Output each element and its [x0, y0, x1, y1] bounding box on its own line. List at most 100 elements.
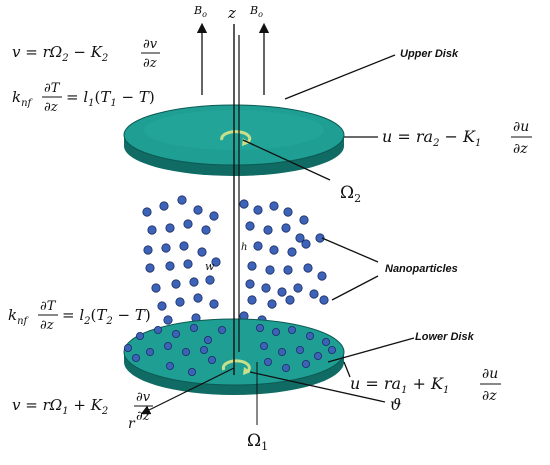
- field-label-right: Bo: [249, 4, 263, 19]
- nanoparticle: [295, 345, 304, 354]
- nanoparticle: [175, 297, 185, 307]
- lower-disk-particles: [124, 323, 336, 376]
- nanoparticle: [189, 323, 198, 332]
- svg-text:u = ra2 − K1: u = ra2 − K1: [382, 127, 481, 149]
- omega2-leader: [242, 139, 331, 181]
- svg-text:∂u: ∂u: [513, 119, 529, 135]
- nanoparticle: [299, 215, 309, 225]
- nanoparticle: [145, 347, 154, 356]
- svg-text:= l2(T2 − T): = l2(T2 − T): [62, 306, 151, 327]
- svg-text:∂u: ∂u: [482, 366, 498, 382]
- nanoparticle: [159, 201, 169, 211]
- nanoparticle: [165, 361, 174, 370]
- nanoparticle: [189, 277, 199, 287]
- nanoparticle: [163, 315, 173, 325]
- nanoparticle: [239, 199, 249, 209]
- w-label: w: [205, 260, 215, 273]
- nanoparticle: [263, 357, 272, 366]
- nanoparticle: [245, 279, 255, 289]
- svg-text:∂T: ∂T: [40, 299, 57, 314]
- nanoparticles-label: Nanoparticles: [385, 263, 458, 275]
- nanoparticle: [124, 343, 133, 352]
- nanoparticle: [151, 283, 161, 293]
- nanoparticle: [309, 289, 319, 299]
- svg-text:∂z: ∂z: [482, 388, 497, 404]
- nanoparticle: [171, 329, 180, 338]
- nanoparticle: [301, 359, 310, 368]
- nanoparticle: [283, 265, 293, 275]
- nanoparticle: [261, 283, 271, 293]
- nanoparticles-cloud: [142, 195, 329, 325]
- equation-lower-u: u = ra1 + K1 ∂u ∂z: [350, 366, 501, 404]
- svg-text:knf: knf: [8, 306, 30, 327]
- nanoparticle: [303, 263, 313, 273]
- nanoparticle: [313, 351, 322, 360]
- svg-text:∂T: ∂T: [44, 81, 61, 96]
- nanoparticle: [135, 331, 144, 340]
- nanoparticle: [301, 239, 311, 249]
- nanoparticle: [267, 299, 277, 309]
- nanoparticle: [263, 225, 273, 235]
- nanoparticle: [269, 201, 279, 211]
- upper-disk-leader: [284, 54, 396, 100]
- nanoparticle: [217, 325, 226, 334]
- nanoparticle: [305, 331, 314, 340]
- theta-leader: [249, 371, 386, 403]
- svg-text:∂z: ∂z: [136, 409, 150, 424]
- nanoparticle: [295, 233, 305, 243]
- nanoparticle: [265, 265, 275, 275]
- equation-lower-t: knf ∂T ∂z = l2(T2 − T): [8, 299, 151, 333]
- svg-text:knf: knf: [12, 88, 34, 109]
- omega1-label: Ω1: [247, 431, 268, 453]
- nanoparticle: [209, 211, 219, 221]
- svg-text:∂v: ∂v: [136, 390, 151, 405]
- theta-label: ϑ: [390, 395, 401, 414]
- upper-disk-label: Upper Disk: [400, 48, 459, 60]
- nanoparticles-leader-1: [321, 237, 379, 263]
- nanoparticle: [277, 347, 286, 356]
- nanoparticle: [157, 301, 167, 311]
- nanoparticle: [203, 335, 212, 344]
- svg-text:∂z: ∂z: [143, 56, 157, 71]
- nanoparticle: [271, 327, 280, 336]
- lower-u-leader: [343, 361, 351, 378]
- nanoparticle: [131, 353, 140, 362]
- nanoparticle: [327, 345, 336, 354]
- lower-disk-label: Lower Disk: [415, 331, 475, 343]
- nanoparticle: [287, 247, 297, 257]
- nanoparticle: [193, 205, 203, 215]
- nanoparticle: [181, 347, 190, 356]
- svg-text:= l1(T1 − T): = l1(T1 − T): [66, 88, 155, 109]
- nanoparticle: [163, 341, 172, 350]
- nanoparticle: [321, 337, 330, 346]
- nanoparticle: [283, 207, 293, 217]
- equation-upper-v: v = rΩ2 − K2 ∂v ∂z: [12, 37, 160, 71]
- nanoparticle: [247, 261, 257, 271]
- nanoparticle: [209, 299, 219, 309]
- nanoparticle: [293, 283, 303, 293]
- nanoparticle: [253, 241, 263, 251]
- nanoparticle: [183, 219, 193, 229]
- field-label-left: Bo: [193, 4, 207, 19]
- nanoparticles-leader-2: [331, 275, 379, 301]
- svg-text:∂z: ∂z: [44, 100, 58, 115]
- r-axis-label: r: [128, 416, 136, 432]
- nanoparticle: [269, 245, 279, 255]
- svg-text:u = ra1 + K1: u = ra1 + K1: [350, 374, 449, 396]
- nanoparticle: [319, 295, 329, 305]
- nanoparticle: [255, 323, 264, 332]
- nanoparticle: [147, 225, 157, 235]
- nanoparticle: [145, 263, 155, 273]
- gap-h-label: h: [241, 242, 247, 253]
- omega2-label: Ω2: [340, 183, 361, 205]
- nanoparticle: [143, 245, 153, 255]
- nanoparticle: [171, 279, 181, 289]
- svg-text:v = rΩ2 − K2: v = rΩ2 − K2: [12, 43, 108, 64]
- nanoparticle: [211, 257, 221, 267]
- equation-lower-v: v = rΩ1 + K2 ∂v ∂z: [12, 390, 153, 424]
- r-axis-line: [140, 367, 235, 415]
- z-axis-label: z: [227, 4, 236, 22]
- nanoparticle: [281, 223, 291, 233]
- lower-disk-leader: [327, 337, 415, 363]
- nanoparticle: [277, 287, 287, 297]
